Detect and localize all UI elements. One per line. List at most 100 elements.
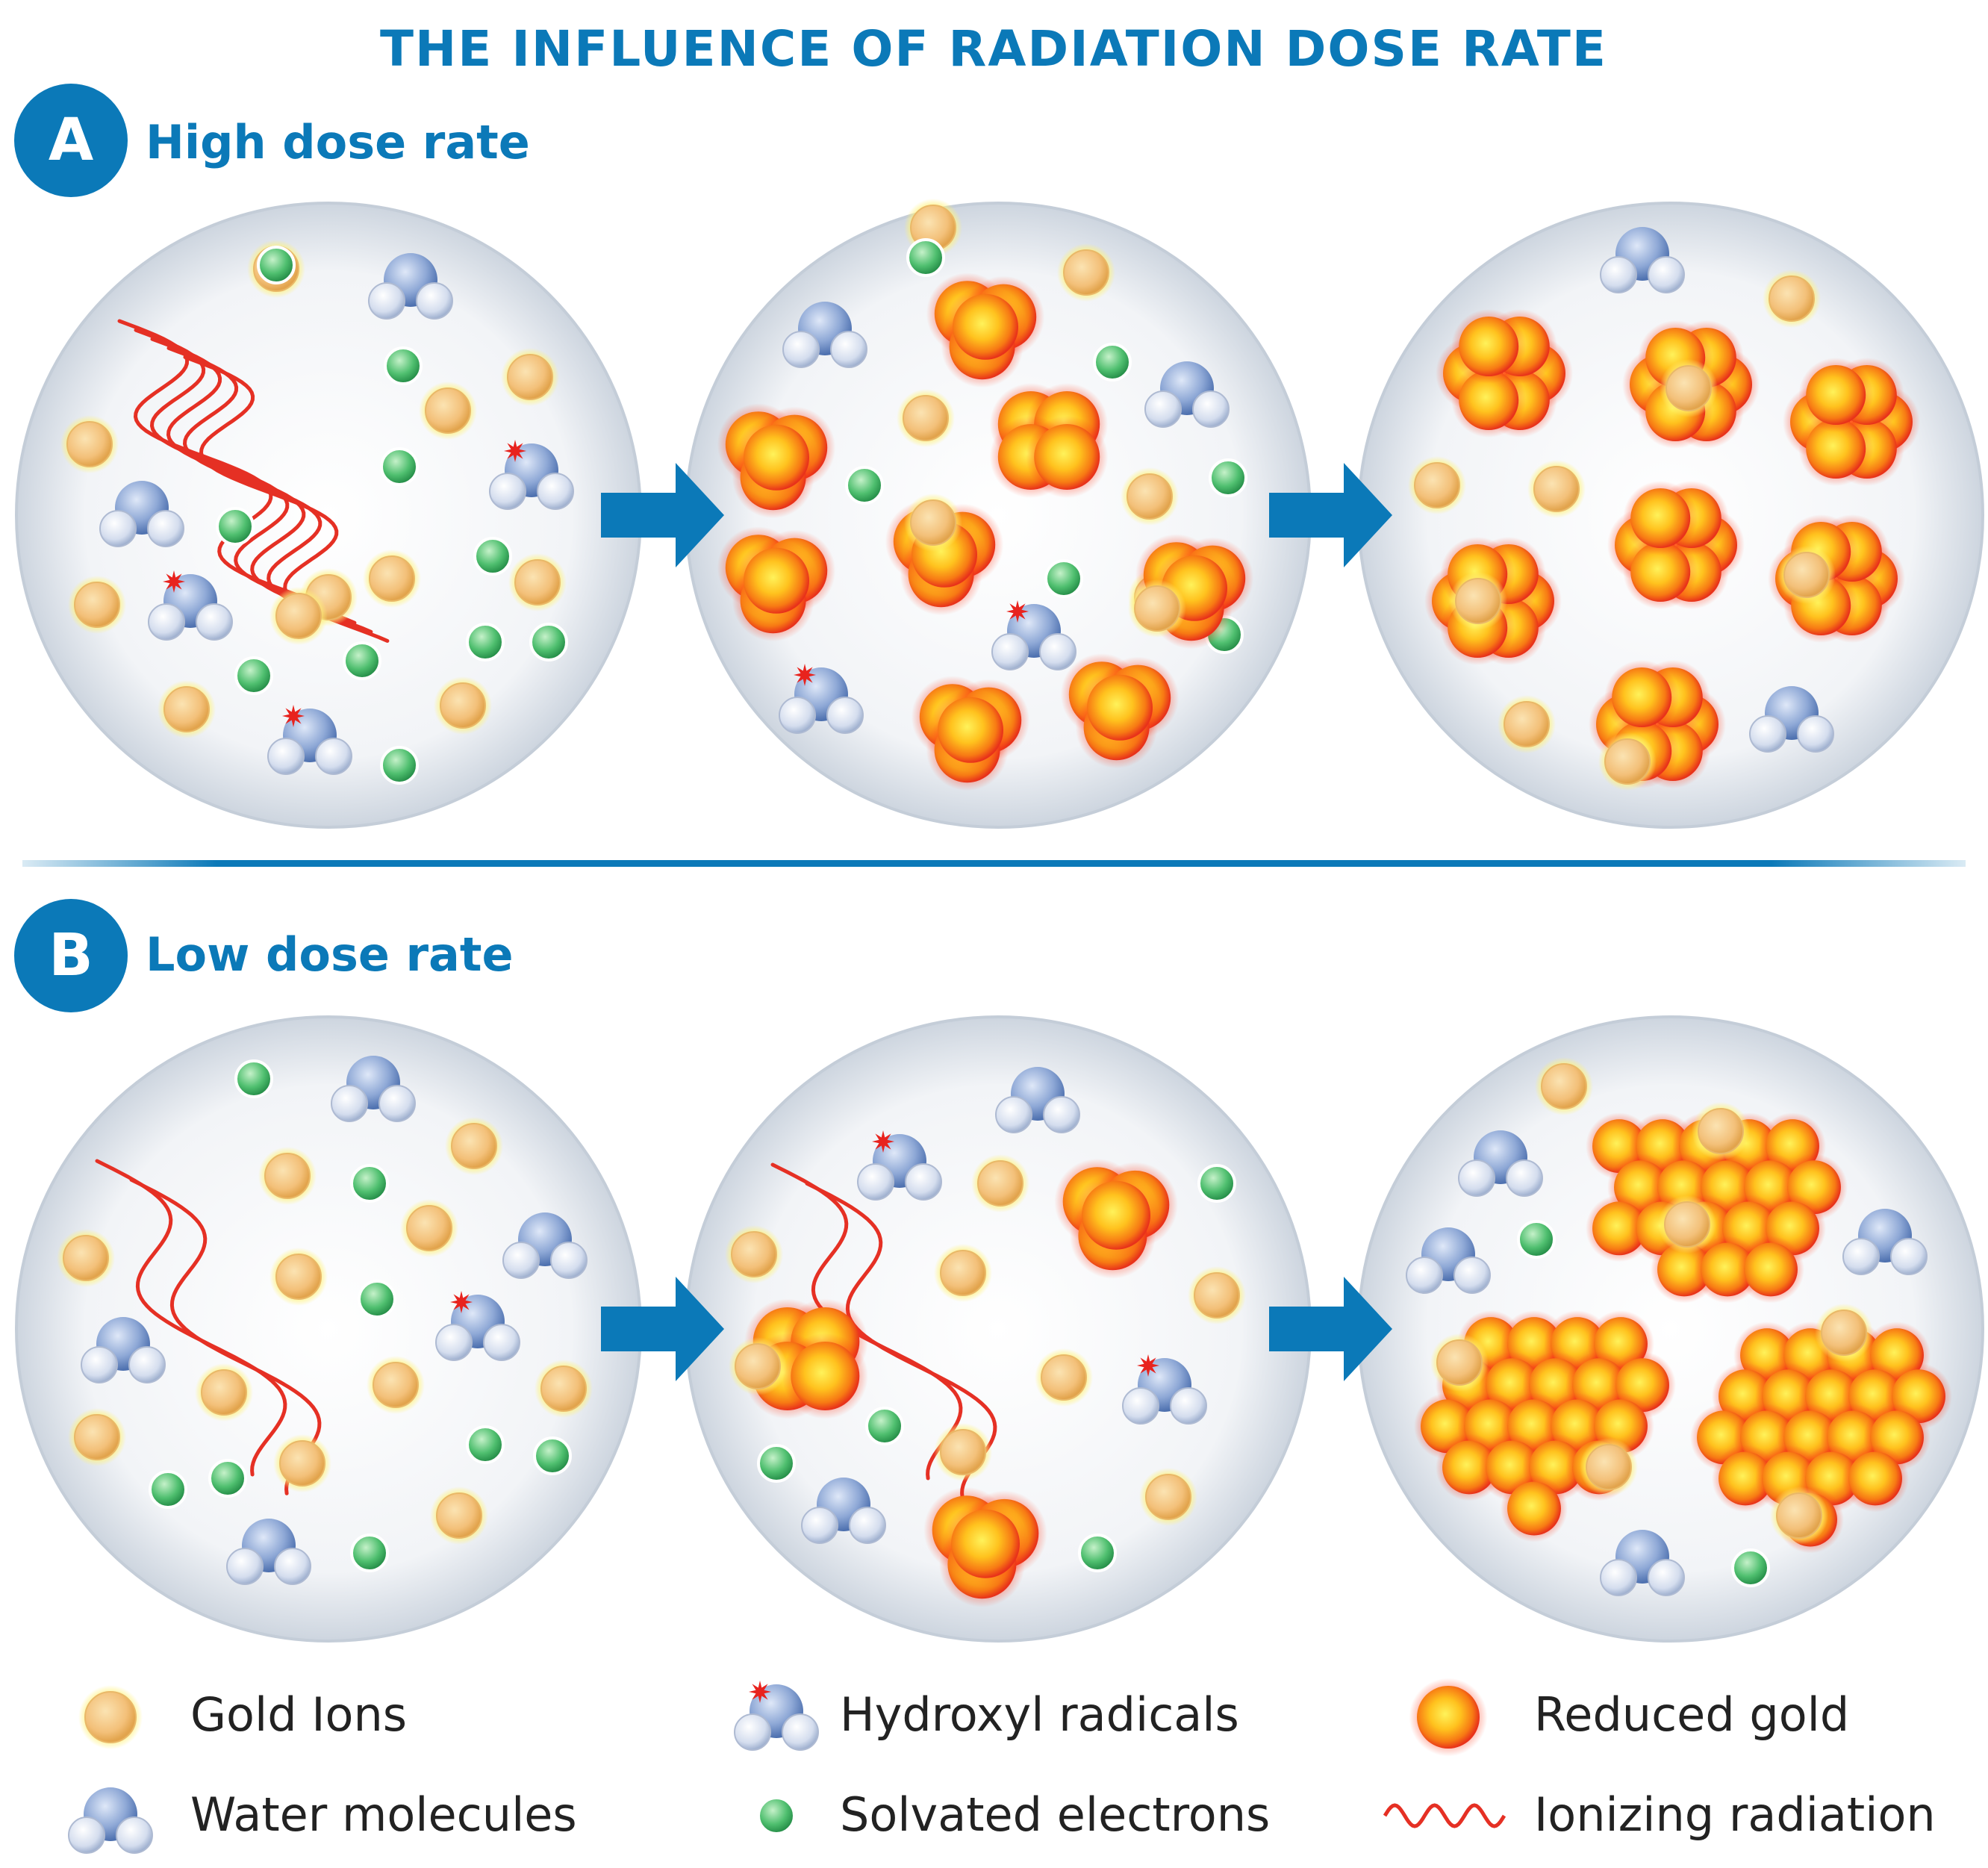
section-b-badge xyxy=(14,899,128,1012)
water-molecule xyxy=(1600,227,1685,293)
gold-ion xyxy=(269,1248,328,1306)
water-molecule xyxy=(1144,361,1230,428)
solvated-electron xyxy=(466,1425,505,1464)
legend-gold-ions-label: Gold Ions xyxy=(190,1687,407,1742)
gold-ion xyxy=(1815,1304,1873,1362)
solvated-electron xyxy=(257,246,296,284)
radical-mark xyxy=(1137,1354,1159,1377)
legend-hydroxyl-radicals-label: Hydroxyl radicals xyxy=(840,1687,1239,1742)
gold-ion xyxy=(1527,460,1586,518)
gold-ion xyxy=(1498,695,1556,753)
arrow-a-1 xyxy=(601,463,724,567)
solvated-electron xyxy=(208,1459,247,1498)
gold-ion xyxy=(57,1229,115,1287)
radical-mark xyxy=(163,570,185,593)
reduced-gold-cluster xyxy=(1783,358,1920,486)
gold-ion xyxy=(1035,1348,1093,1407)
radical-mark xyxy=(450,1291,473,1313)
diagram-title: THE INFLUENCE OF RADIATION DOSE RATE xyxy=(380,20,1607,78)
gold-ion xyxy=(363,549,421,608)
gold-ion xyxy=(934,1423,992,1481)
radical-mark xyxy=(282,705,305,727)
gold-ion xyxy=(934,1244,992,1302)
water-molecule xyxy=(331,1056,416,1122)
gold-ion xyxy=(1770,1486,1828,1545)
solvated-electron xyxy=(1093,343,1132,382)
gold-ion xyxy=(434,676,492,735)
gold-ion xyxy=(1430,1333,1489,1392)
gold-ion xyxy=(729,1337,787,1395)
reduced-gold-cluster xyxy=(744,1298,868,1419)
hydroxyl-radical xyxy=(267,705,352,775)
water-molecule xyxy=(782,302,867,368)
gold-ion xyxy=(535,1360,593,1418)
water-molecule xyxy=(99,481,184,547)
arrow-b-1 xyxy=(601,1277,724,1381)
solvated-electron xyxy=(1197,1164,1236,1203)
solvated-electron xyxy=(234,1059,273,1098)
reduced-gold-cluster xyxy=(989,383,1109,498)
gold-ion xyxy=(1763,270,1821,328)
gold-ion xyxy=(269,587,328,645)
water-molecule xyxy=(81,1317,166,1383)
section-a-label: High dose rate xyxy=(146,115,530,169)
gold-ion xyxy=(1660,359,1718,417)
gold-ion xyxy=(1777,546,1836,604)
gold-ion xyxy=(1121,467,1179,526)
radical-mark xyxy=(872,1130,894,1153)
section-a-heading: A High dose rate xyxy=(14,84,530,197)
gold-ion xyxy=(1658,1195,1716,1254)
gold-ion xyxy=(195,1363,253,1422)
reduced-gold-cluster xyxy=(1436,309,1573,438)
water-molecule xyxy=(995,1067,1080,1133)
radical-mark xyxy=(1006,600,1029,623)
gold-ion xyxy=(60,415,119,473)
hydroxyl-radical xyxy=(857,1130,942,1201)
gold-ion xyxy=(501,348,559,406)
section-divider xyxy=(22,860,1966,867)
solvated-electron xyxy=(529,623,568,661)
gold-ion xyxy=(1139,1468,1197,1526)
solvated-electron xyxy=(1209,458,1247,497)
gold-ion xyxy=(158,680,216,738)
gold-ion xyxy=(430,1486,488,1545)
solvated-electron xyxy=(234,656,273,695)
reduced-gold-cluster xyxy=(911,676,1030,791)
section-a-badge xyxy=(14,84,128,197)
reduced-gold-cluster xyxy=(1607,481,1745,609)
gold-ion xyxy=(400,1199,458,1257)
solvated-electron xyxy=(380,447,419,486)
gold-ion xyxy=(1057,243,1115,302)
gold-ion xyxy=(508,553,567,611)
solvated-electron xyxy=(1078,1534,1117,1572)
legend-reduced-gold-label: Reduced gold xyxy=(1534,1687,1849,1742)
gold-ion xyxy=(1598,732,1657,791)
gold-ion xyxy=(1535,1057,1593,1115)
section-b-badge-letter: B xyxy=(49,922,93,989)
solvated-electron xyxy=(216,507,255,546)
legend-ionizing-radiation-label: Ionizing radiation xyxy=(1534,1787,1936,1842)
solvated-electron xyxy=(845,466,884,505)
gold-ion xyxy=(971,1154,1029,1212)
solvated-electron xyxy=(380,746,419,785)
hydroxyl-radical xyxy=(734,1681,819,1751)
solvated-electron xyxy=(473,537,512,576)
ionizing-radiation-icon xyxy=(1383,1803,1506,1828)
water-molecule xyxy=(226,1519,311,1585)
reduced-gold-icon xyxy=(1409,1678,1488,1757)
solvated-electron xyxy=(1731,1548,1770,1587)
water-molecule xyxy=(1600,1530,1685,1596)
hydroxyl-radical xyxy=(435,1291,520,1361)
gold-ion xyxy=(1449,572,1507,630)
solvated-electron xyxy=(533,1436,572,1475)
water-molecule xyxy=(1842,1209,1928,1275)
hydroxyl-radical xyxy=(1122,1354,1207,1425)
legend-solvated-electrons-label: Solvated electrons xyxy=(840,1787,1270,1842)
solvated-electron xyxy=(865,1407,904,1445)
solvated-electron xyxy=(384,346,423,385)
reduced-gold-cluster xyxy=(717,403,836,519)
reduced-gold-cluster xyxy=(926,273,1045,388)
solvated-electron xyxy=(757,1796,796,1835)
gold-ion xyxy=(897,389,955,447)
section-a-badge-letter: A xyxy=(49,107,93,174)
